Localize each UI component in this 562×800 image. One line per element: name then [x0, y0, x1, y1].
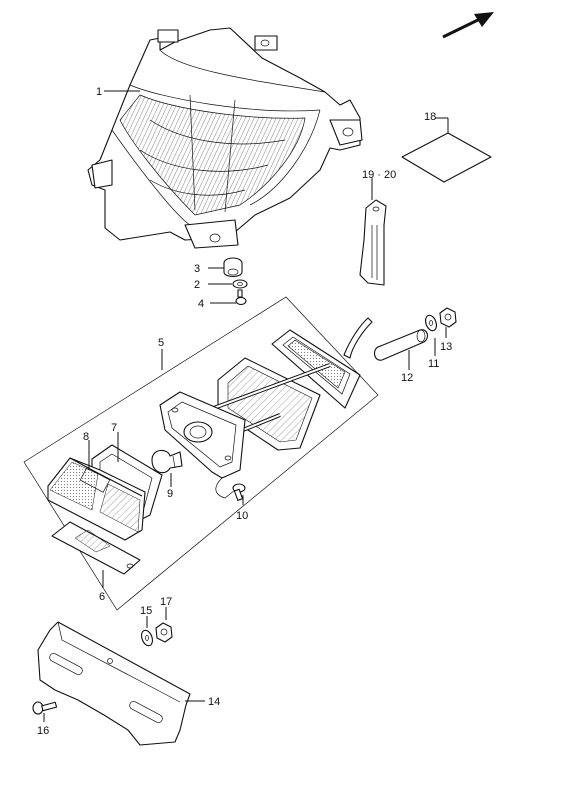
callout-11: 11 [428, 338, 439, 370]
callout-label-4: 4 [198, 298, 204, 310]
callout-2: 2 [194, 279, 232, 291]
bulb-part-9 [151, 449, 183, 474]
callout-16: 16 [37, 713, 49, 737]
callout-label-17: 17 [160, 596, 172, 608]
washer-part-15 [141, 629, 153, 647]
callout-label-18: 18 [424, 111, 436, 123]
lens-part-8 [47, 457, 146, 541]
callout-label-1: 1 [96, 86, 102, 98]
screw-part-4 [235, 289, 247, 306]
callout-14: 14 [185, 696, 220, 708]
callout-1: 1 [96, 86, 140, 98]
callout-8: 8 [83, 431, 90, 470]
callout-4: 4 [198, 298, 236, 310]
callout-label-19-20: 19 · 20 [362, 169, 396, 181]
callout-label-6: 6 [99, 591, 105, 603]
callout-label-16: 16 [37, 725, 49, 737]
front-direction-arrow-icon [442, 12, 494, 39]
bolt-part-16 [32, 701, 58, 715]
spacer-part-12 [373, 329, 429, 361]
callout-15: 15 [140, 605, 152, 628]
lamp-housing [159, 391, 246, 479]
callout-label-2: 2 [194, 279, 200, 291]
callout-label-13: 13 [440, 341, 452, 353]
callout-label-12: 12 [401, 372, 413, 384]
callout-6: 6 [99, 570, 105, 603]
license-bracket-part-14 [37, 621, 191, 746]
callout-label-9: 9 [167, 488, 173, 500]
callout-label-7: 7 [111, 422, 117, 434]
callout-9: 9 [167, 473, 173, 500]
tail-lamp-assembly-part-5 [23, 296, 379, 611]
callout-label-5: 5 [158, 337, 164, 349]
nut-part-13 [439, 307, 457, 328]
callout-label-8: 8 [83, 431, 89, 443]
callout-10: 10 [236, 495, 248, 522]
callout-label-3: 3 [194, 263, 200, 275]
bracket-part-19-20: 19 · 20 [359, 169, 396, 286]
callout-label-10: 10 [236, 510, 248, 522]
screw-part-10 [232, 483, 246, 501]
washer-part-2 [232, 279, 248, 289]
reflector-plate-part-6 [51, 521, 141, 575]
callout-12: 12 [401, 350, 413, 384]
callout-13: 13 [440, 327, 452, 353]
label-part-18: 18 [401, 111, 492, 183]
mounting-studs [202, 363, 331, 434]
callout-7: 7 [111, 422, 119, 462]
grommet-part-3 [223, 257, 243, 278]
callout-17: 17 [160, 596, 172, 620]
rear-cover-part-1 [87, 27, 363, 249]
washer-part-11 [425, 314, 437, 332]
callout-5: 5 [158, 337, 164, 370]
callout-label-11: 11 [428, 358, 439, 370]
callout-label-15: 15 [140, 605, 152, 617]
callout-3: 3 [194, 263, 224, 275]
callout-label-14: 14 [208, 696, 220, 708]
nut-part-17 [155, 622, 173, 643]
